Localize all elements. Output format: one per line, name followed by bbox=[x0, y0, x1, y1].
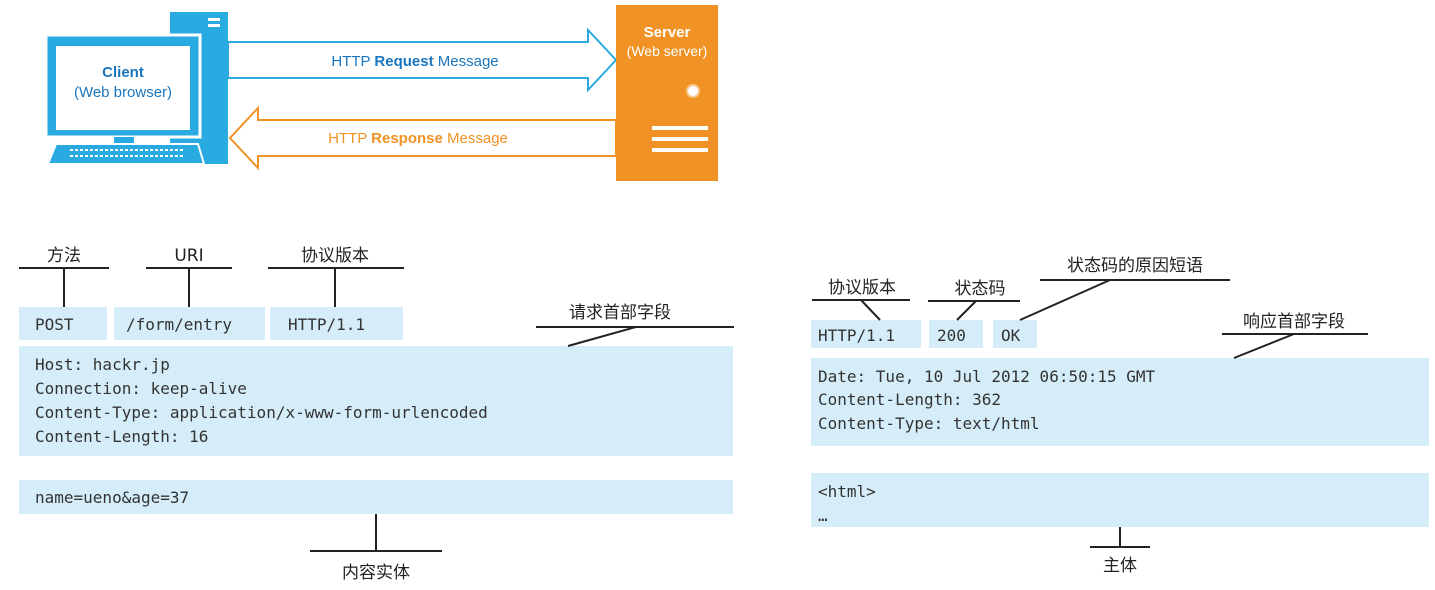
response-body-line: … bbox=[818, 506, 828, 525]
response-headers-block bbox=[811, 358, 1429, 446]
request-body-block bbox=[19, 480, 733, 514]
response-body-block bbox=[811, 473, 1429, 527]
label-request-body: 内容实体 bbox=[342, 563, 410, 583]
label-method: 方法 bbox=[47, 246, 81, 266]
request-uri: /form/entry bbox=[126, 315, 232, 334]
server-subtitle: (Web server) bbox=[627, 43, 708, 59]
response-arrow bbox=[228, 105, 617, 171]
server-title: Server bbox=[644, 24, 691, 41]
client-title: Client bbox=[102, 64, 144, 81]
response-header-line: Content-Length: 362 bbox=[818, 390, 1001, 409]
response-version: HTTP/1.1 bbox=[818, 326, 895, 345]
request-arrow bbox=[227, 27, 618, 93]
label-request-version: 协议版本 bbox=[301, 246, 369, 266]
response-header-line: Date: Tue, 10 Jul 2012 06:50:15 GMT bbox=[818, 367, 1156, 386]
response-header-line: Content-Type: text/html bbox=[818, 414, 1040, 433]
request-version: HTTP/1.1 bbox=[288, 315, 365, 334]
label-response-headers: 响应首部字段 bbox=[1243, 312, 1345, 332]
label-uri: URI bbox=[174, 246, 203, 266]
label-request-headers: 请求首部字段 bbox=[569, 303, 671, 323]
request-method: POST bbox=[35, 315, 74, 334]
response-version-cell bbox=[811, 320, 921, 348]
response-body-line: <html> bbox=[818, 482, 876, 501]
computer-icon bbox=[44, 12, 228, 165]
label-reason-phrase: 状态码的原因短语 bbox=[1067, 256, 1203, 276]
label-status-code: 状态码 bbox=[955, 279, 1006, 299]
request-header-line: Host: hackr.jp bbox=[35, 355, 170, 374]
request-arrow-label: HTTP Request Message bbox=[331, 53, 498, 70]
response-status-cell bbox=[929, 320, 983, 348]
request-version-cell bbox=[270, 307, 403, 340]
server-icon bbox=[616, 5, 718, 181]
request-header-line: Content-Length: 16 bbox=[35, 427, 208, 446]
response-reason: OK bbox=[1001, 326, 1021, 345]
response-status-code: 200 bbox=[937, 326, 966, 345]
response-arrow-label: HTTP Response Message bbox=[328, 130, 508, 147]
request-headers-block bbox=[19, 346, 733, 456]
label-response-version: 协议版本 bbox=[828, 278, 896, 298]
client-subtitle: (Web browser) bbox=[74, 84, 172, 101]
response-reason-cell bbox=[993, 320, 1037, 348]
label-response-body: 主体 bbox=[1103, 556, 1137, 576]
request-method-cell bbox=[19, 307, 107, 340]
request-uri-cell bbox=[114, 307, 265, 340]
request-header-line: Content-Type: application/x-www-form-url… bbox=[35, 403, 488, 422]
request-header-line: Connection: keep-alive bbox=[35, 379, 247, 398]
request-body: name=ueno&age=37 bbox=[35, 488, 189, 507]
